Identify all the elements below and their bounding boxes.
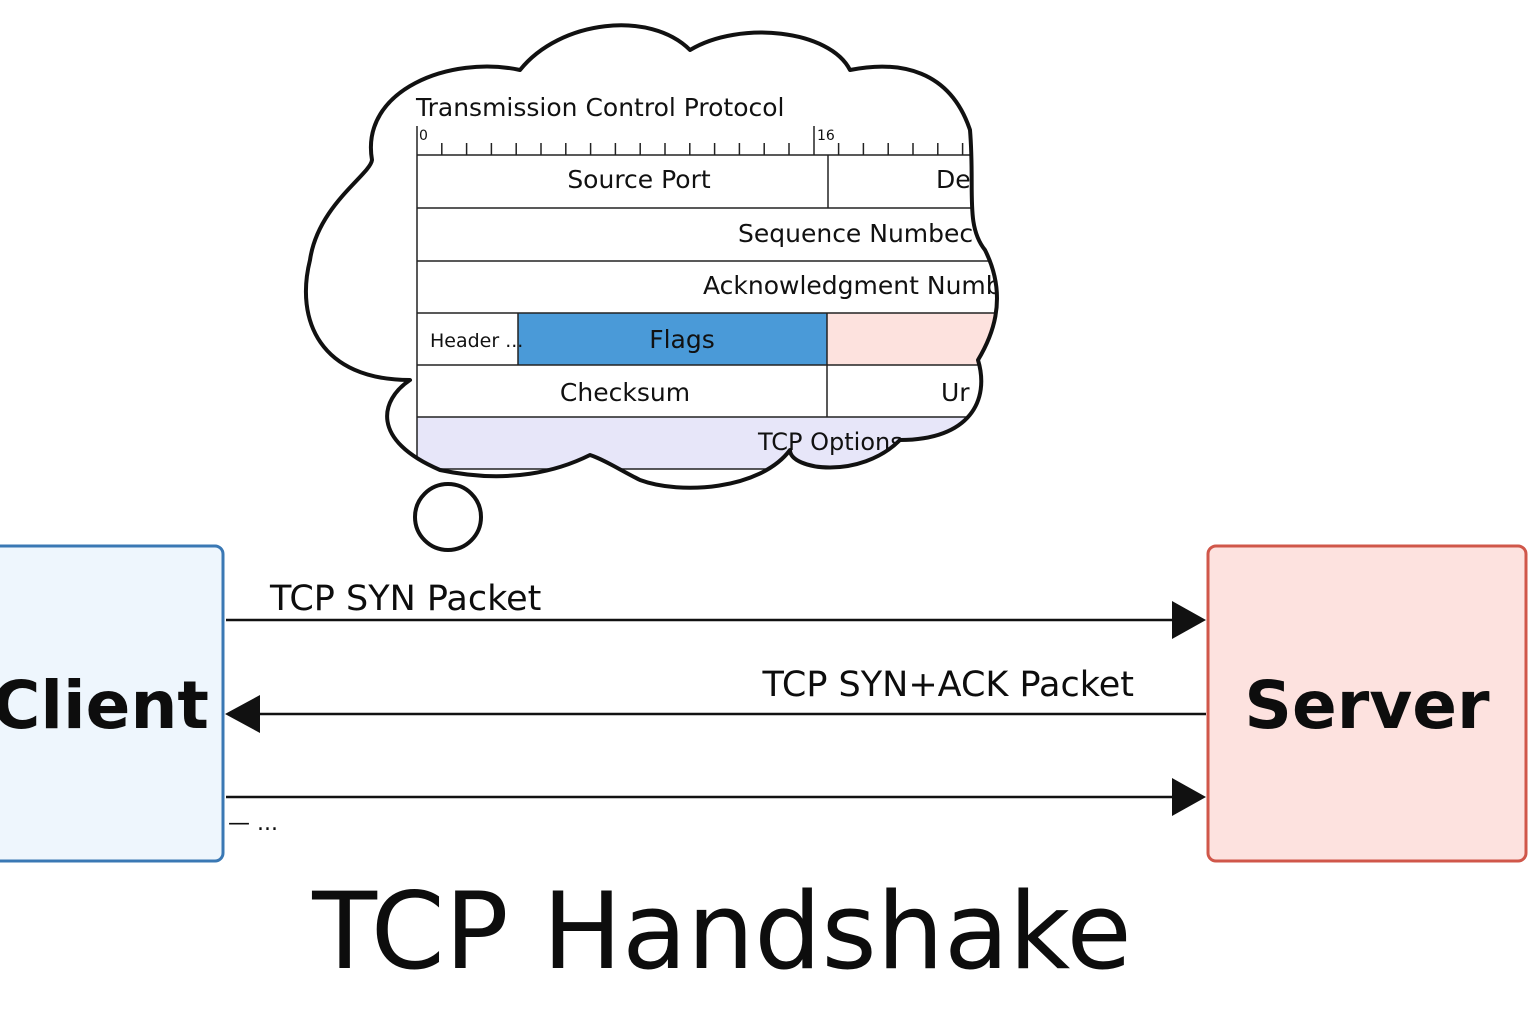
flags-cell bbox=[518, 313, 827, 365]
server-box bbox=[1206, 544, 1528, 863]
client-box bbox=[0, 544, 225, 863]
client-label: Client bbox=[0, 667, 209, 744]
protocol-heading: Transmission Control Protocol bbox=[415, 93, 785, 122]
field-checksum: Checksum bbox=[560, 378, 690, 407]
ruler-mid-label: 16 bbox=[817, 128, 835, 144]
ack-arrow bbox=[226, 778, 1206, 816]
cloud-shape bbox=[305, 25, 997, 488]
field-header-length: Header ... bbox=[430, 330, 523, 352]
synack-arrow bbox=[225, 695, 1206, 733]
field-dest-port: De bbox=[936, 165, 971, 194]
thought-bubble-small bbox=[413, 482, 483, 552]
field-flags: Flags bbox=[649, 325, 715, 354]
synack-label: TCP SYN+ACK Packet bbox=[762, 665, 1134, 705]
server-label: Server bbox=[1244, 667, 1490, 744]
diagram-title: TCP Handshake bbox=[311, 870, 1131, 993]
thought-cloud: Transmission Control Protocol 0 16 bbox=[304, 23, 1017, 552]
field-sequence-number: Sequence Numbec bbox=[738, 219, 973, 248]
field-acknowledgment-number: Acknowledgment Numbe bbox=[703, 271, 1017, 300]
options-cell bbox=[417, 417, 997, 469]
ruler-start-label: 0 bbox=[419, 128, 428, 144]
client-node: Client bbox=[0, 544, 225, 863]
syn-arrow bbox=[226, 601, 1206, 639]
window-cell bbox=[827, 313, 997, 365]
cloud-outline bbox=[304, 23, 999, 490]
server-node: Server bbox=[1206, 544, 1528, 863]
syn-label: TCP SYN Packet bbox=[269, 579, 541, 619]
field-urgent-pointer: Ur bbox=[941, 378, 970, 407]
ack-stub-label: — ... bbox=[228, 811, 278, 836]
field-source-port: Source Port bbox=[567, 165, 711, 194]
field-tcp-options: TCP Options bbox=[757, 428, 903, 456]
